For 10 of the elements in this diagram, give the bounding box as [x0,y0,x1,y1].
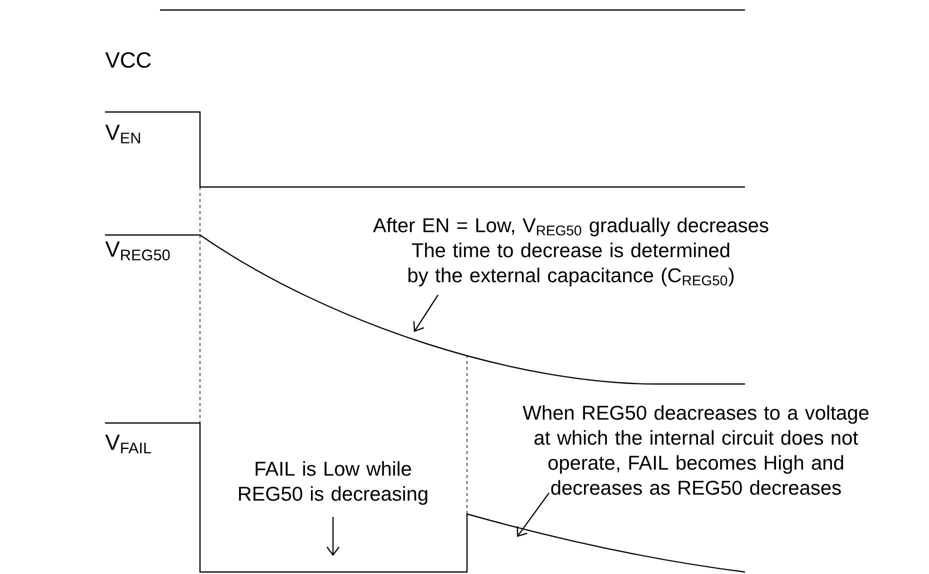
signal-label: V$_{EN}$ [105,124,140,144]
annotation-text: After EN = Low, V$_{REG50}$ gradually decreases The time to decrease is determined by the external capacitance (C$_{REG50}$) [373,218,768,286]
leader-arrow [516,492,550,537]
signal-label: V$_{REG50}$ [105,242,170,260]
annotation-text: When REG50 deacreases to a voltage at which the internal circuit does not operate, FAIL becomes High and decreases as REG50 decreases [522,405,868,495]
annotation-text: FAIL is Low while REG50 is decreasing [239,461,428,505]
signal-label: V$_{FAIL}$ [105,434,152,454]
signal-label: VCC [105,52,151,68]
leader-arrow [326,517,340,556]
leader-arrow [413,294,438,332]
